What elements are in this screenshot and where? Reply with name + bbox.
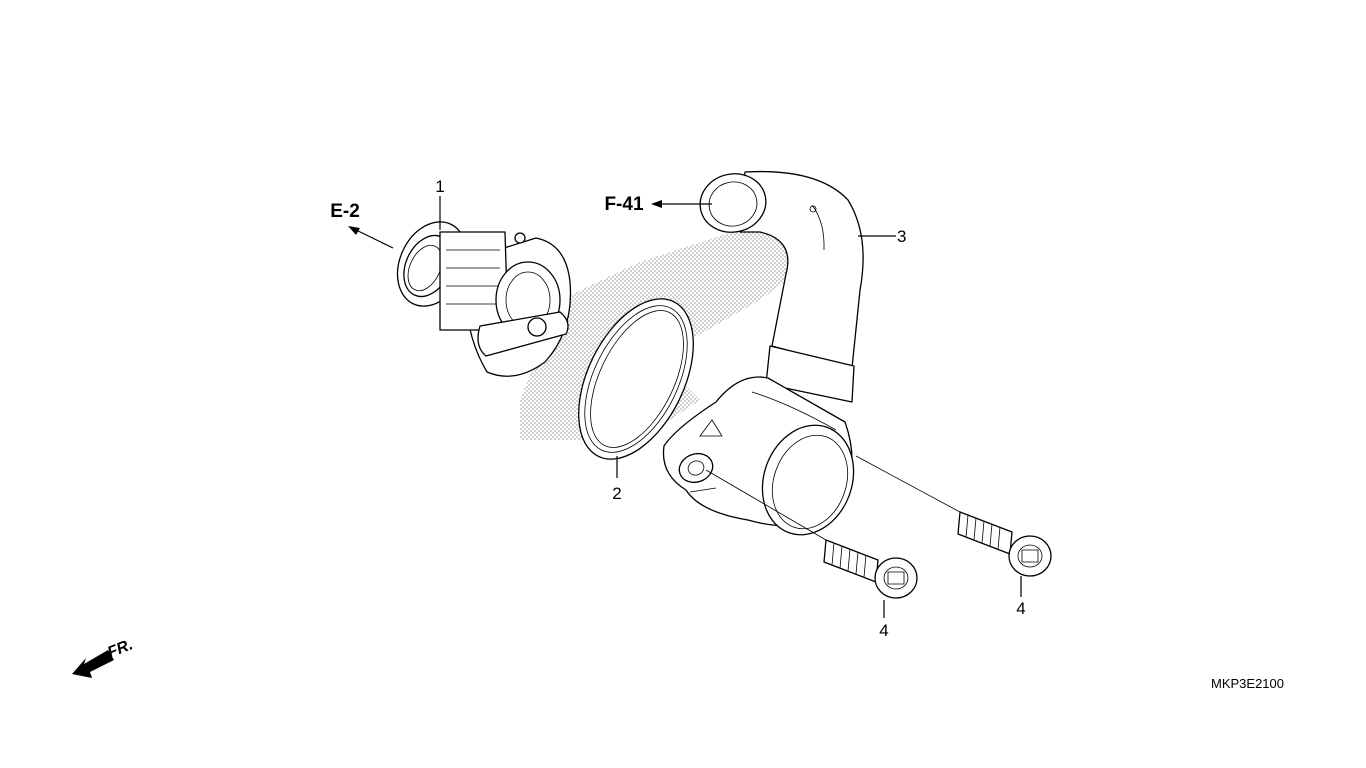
- thermostat-cover-part[interactable]: [662, 168, 868, 548]
- part-number-1: 1: [435, 177, 444, 196]
- o-ring-part[interactable]: [555, 281, 717, 478]
- front-label: FR.: [105, 636, 135, 661]
- part-number-2: 2: [612, 484, 621, 503]
- front-direction-icon: [72, 650, 114, 678]
- e2-ref-label: E-2: [330, 201, 360, 222]
- part-number-3: 3: [897, 227, 906, 246]
- bolt-right-part[interactable]: [957, 511, 1052, 577]
- bolt-left-part[interactable]: [823, 539, 918, 599]
- leader-lines: [439, 196, 1022, 618]
- thermostat-part[interactable]: [384, 211, 572, 377]
- part-number-4-right: 4: [1016, 599, 1025, 618]
- alignment-lines: [705, 455, 961, 541]
- f41-ref-label: F-41: [604, 194, 644, 215]
- e2-arrow: [348, 226, 394, 249]
- part-number-4-left: 4: [879, 621, 888, 640]
- f41-arrow: [651, 200, 712, 208]
- diagram-code: MKP3E2100: [1211, 676, 1284, 691]
